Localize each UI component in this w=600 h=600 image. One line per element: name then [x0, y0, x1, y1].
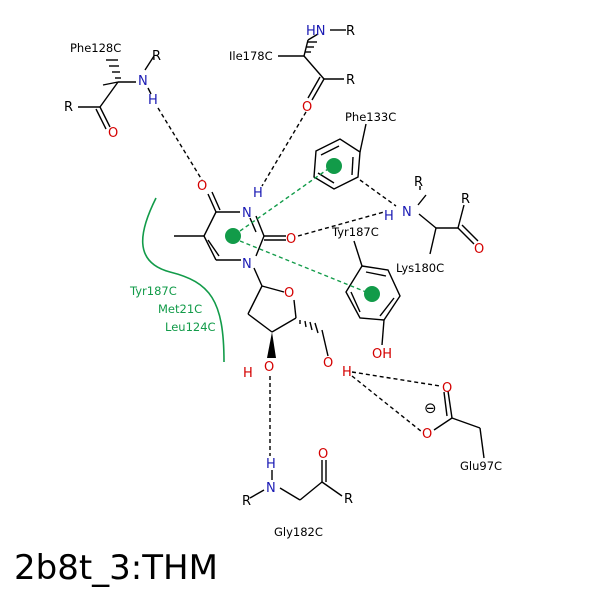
- atom-o-ile178: O: [302, 100, 312, 115]
- residue-label-phe128: Phe128C: [70, 41, 121, 55]
- atom-r-lys180-main: R: [461, 192, 470, 207]
- ligand-deoxyribose: O O H O H: [243, 285, 352, 381]
- pi-centroid-tyr187: [364, 286, 380, 302]
- atom-r-phe128-side: R: [152, 49, 161, 64]
- atom-h-phe128: H: [148, 93, 158, 108]
- residue-ile178: HN R Ile178C R O: [229, 24, 355, 115]
- atom-r-ile178-top: R: [346, 24, 355, 39]
- residue-phe128: Phe128C N H R R O: [64, 41, 161, 141]
- ligand-thymine-ring: O N H O N: [174, 179, 296, 287]
- atom-n3-thymine: N: [242, 206, 252, 221]
- hbond-ile178-h3: [261, 111, 307, 187]
- atom-o-lys180: O: [474, 242, 484, 257]
- atom-oh-tyr187: OH: [372, 347, 392, 362]
- stereo-hash-c4: [299, 320, 319, 334]
- atom-r-phe128-main: R: [64, 100, 73, 115]
- hbond-h5-glu97-o2: [351, 375, 423, 433]
- charge-minus-glu97: ⊖: [424, 399, 437, 417]
- hbond-phe128-o4: [157, 107, 203, 181]
- pi-centroid-thymine: [225, 228, 241, 244]
- residue-lys180: R N H R O Lys180C: [384, 175, 484, 275]
- atom-h3-sugar: H: [243, 366, 253, 381]
- atom-hn-ile178: HN: [306, 24, 326, 39]
- atom-o-phe128: O: [108, 126, 118, 141]
- atom-n-lys180: N: [402, 205, 412, 220]
- pi-interactions: [239, 168, 367, 293]
- residue-tyr187: Tyr187C OH: [331, 225, 401, 362]
- residue-label-gly182: Gly182C: [274, 525, 323, 539]
- residue-label-ile178: Ile178C: [229, 49, 273, 63]
- pi-stack-tyr187: [239, 240, 367, 293]
- atom-r-gly182-left: R: [242, 494, 251, 509]
- ligand-title: 2b8t_3:THM: [14, 548, 218, 588]
- atom-n-gly182: N: [266, 481, 276, 496]
- atom-r-lys180-side: R: [414, 175, 423, 190]
- hydrophobic-label-3: Leu124C: [165, 320, 216, 334]
- hbond-o2-lys180: [297, 211, 385, 237]
- residue-phe133: Phe133C: [313, 110, 396, 190]
- atom-r-ile178-main: R: [346, 73, 355, 88]
- stereo-hash-phe128: [106, 59, 121, 79]
- pi-centroid-phe133: [326, 158, 342, 174]
- hydrophobic-label-2: Met21C: [158, 302, 202, 316]
- atom-o1-glu97: O: [442, 381, 452, 396]
- residue-label-glu97: Glu97C: [460, 459, 502, 473]
- atom-o4-thymine: O: [197, 179, 207, 194]
- atom-n-phe128: N: [138, 74, 148, 89]
- hydrophobic-label-1: Tyr187C: [129, 284, 177, 298]
- stereo-hash-ile178: [305, 41, 317, 53]
- atom-h-gly182: H: [266, 457, 276, 472]
- atom-o5-sugar: O: [323, 356, 333, 371]
- atom-h3-thymine: H: [253, 186, 263, 201]
- atom-h5-sugar: H: [342, 365, 352, 380]
- atom-o2-thymine: O: [286, 232, 296, 247]
- atom-o4-sugar: O: [284, 286, 294, 301]
- atom-h-lys180: H: [384, 209, 394, 224]
- residue-label-lys180: Lys180C: [396, 261, 444, 275]
- residue-label-phe133: Phe133C: [345, 110, 396, 124]
- atom-o3-sugar: O: [264, 360, 274, 375]
- stereo-wedge-c3: [267, 332, 276, 358]
- atom-o2-glu97: O: [422, 427, 432, 442]
- hbond-lys180-phe133: [359, 179, 397, 207]
- residue-glu97: O O ⊖ Glu97C: [422, 381, 502, 473]
- atom-r-gly182-right: R: [344, 492, 353, 507]
- hbond-h5-glu97-o1: [351, 371, 441, 387]
- hydrophobic-contact: Tyr187C Met21C Leu124C: [129, 197, 225, 363]
- hydrophobic-arc: [141, 197, 225, 363]
- residue-gly182: H N R O R Gly182C: [242, 447, 353, 539]
- hydrogen-bonds: [157, 107, 441, 456]
- residue-label-tyr187: Tyr187C: [331, 225, 379, 239]
- atom-o-gly182: O: [318, 447, 328, 462]
- atom-n1-thymine: N: [242, 257, 252, 272]
- pi-stack-phe133: [239, 168, 329, 232]
